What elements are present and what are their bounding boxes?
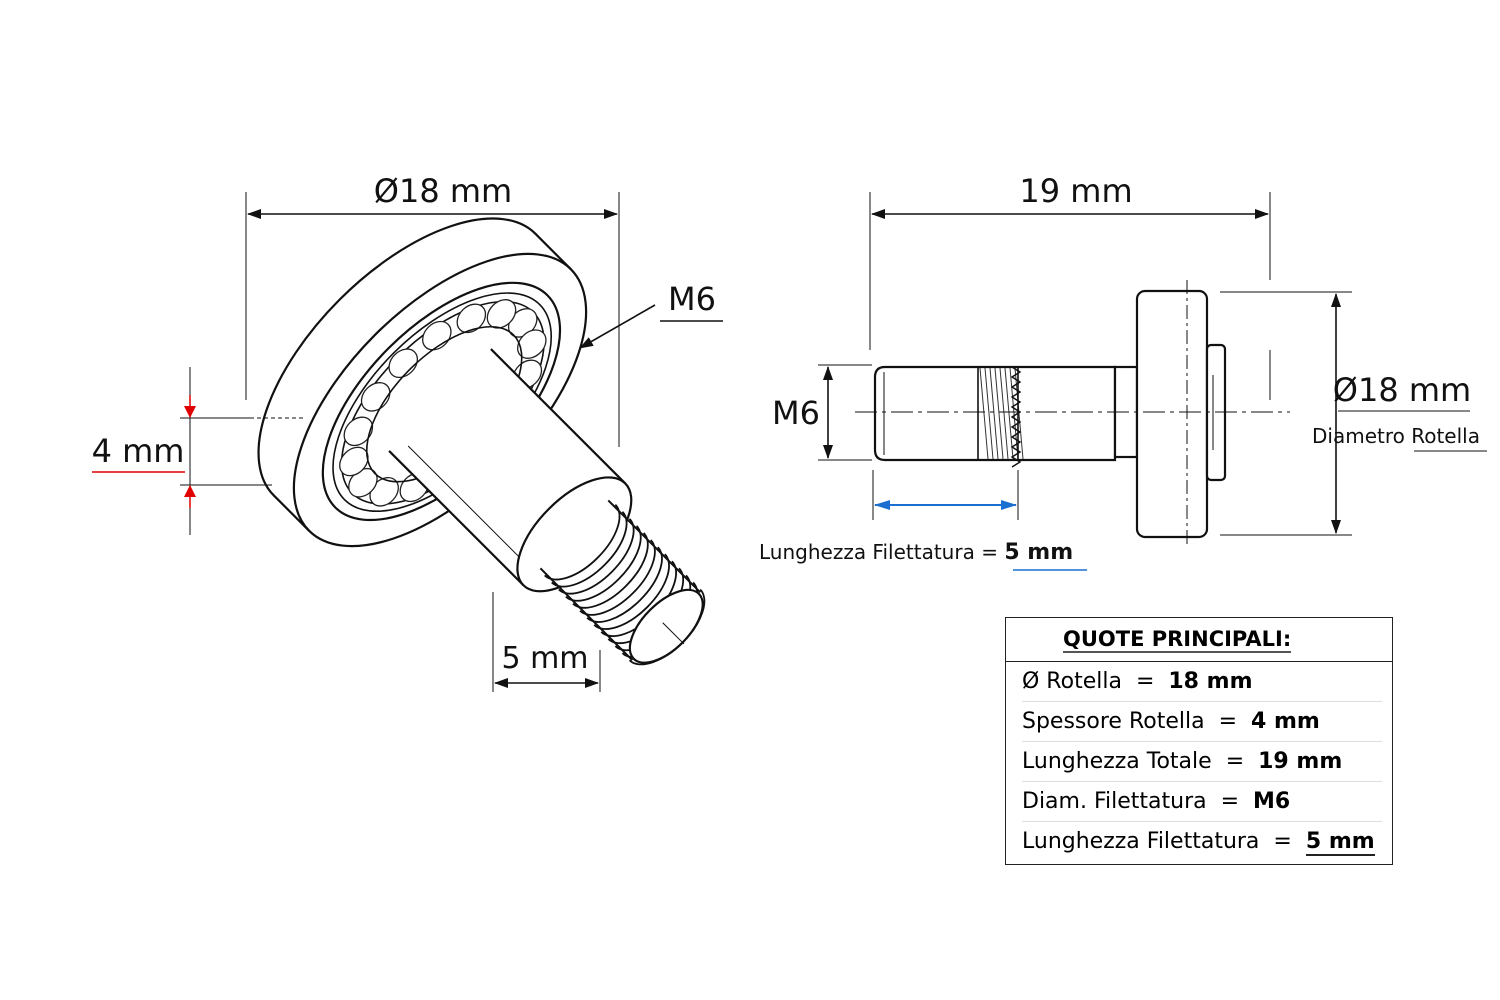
bearing-ball: [517, 329, 547, 359]
iso-thickness-label: 4 mm: [92, 432, 185, 470]
thread-line: [1004, 367, 1014, 460]
side-diameter-caption: Diametro Rotella: [1312, 424, 1480, 448]
iso-thread-length-label: 5 mm: [501, 641, 588, 676]
thread-line: [1014, 367, 1024, 460]
side-dimension-thread: M6: [772, 364, 872, 461]
thread-ring: [593, 553, 670, 630]
thread-ring: [572, 532, 649, 609]
side-diameter-label: Ø18 mm: [1333, 371, 1471, 409]
side-dimension-thread-length: Lunghezza Filettatura = 5 mm: [759, 470, 1087, 571]
iso-diameter-label: Ø18 mm: [374, 172, 512, 210]
side-thread-label: M6: [772, 394, 820, 432]
side-dimension-length: 19 mm: [869, 172, 1271, 400]
thread-line: [979, 367, 989, 460]
table-row: Spessore Rotella=4 mm: [1022, 702, 1382, 742]
side-length-label: 19 mm: [1019, 172, 1132, 210]
thread-line: [999, 367, 1009, 460]
table-row: Diam. Filettatura=M6: [1022, 782, 1382, 822]
thread-ring: [586, 546, 663, 623]
thread-ring: [558, 518, 635, 595]
bearing-ball: [388, 348, 419, 379]
bearing-ball: [486, 299, 517, 329]
iso-dimension-thickness: 4 mm: [92, 367, 305, 535]
table-row: Ø Rotella=18 mm: [1022, 662, 1382, 702]
bearing-ball: [339, 446, 369, 477]
side-thread-length-caption: Lunghezza Filettatura = 5 mm: [759, 540, 1073, 565]
thread-line: [984, 367, 994, 460]
main-dimensions-table: QUOTE PRINCIPALI: Ø Rotella=18 mm Spesso…: [1005, 617, 1393, 865]
iso-dimension-thread-length: 5 mm: [492, 592, 601, 692]
thread-ring: [579, 539, 656, 616]
thread-ring: [544, 504, 621, 581]
thread-ring: [565, 525, 642, 602]
bearing-ball: [343, 416, 374, 447]
iso-thread-label: M6: [668, 280, 716, 318]
thread-line: [994, 367, 1004, 460]
iso-wheel-assembly: [257, 217, 706, 666]
side-view-part: [855, 280, 1290, 548]
iso-dimension-thread: M6: [579, 280, 723, 349]
table-row: Lunghezza Totale=19 mm: [1022, 742, 1382, 782]
bearing-ball: [456, 303, 487, 334]
table-row: Lunghezza Filettatura=5 mm: [1022, 829, 1375, 856]
thread-line: [989, 367, 999, 460]
iso-dimension-diameter: Ø18 mm: [245, 172, 620, 447]
table-title: QUOTE PRINCIPALI:: [1006, 618, 1392, 662]
side-dimension-diameter: Ø18 mm Diametro Rotella: [1220, 291, 1487, 536]
thread-ring: [551, 511, 628, 588]
